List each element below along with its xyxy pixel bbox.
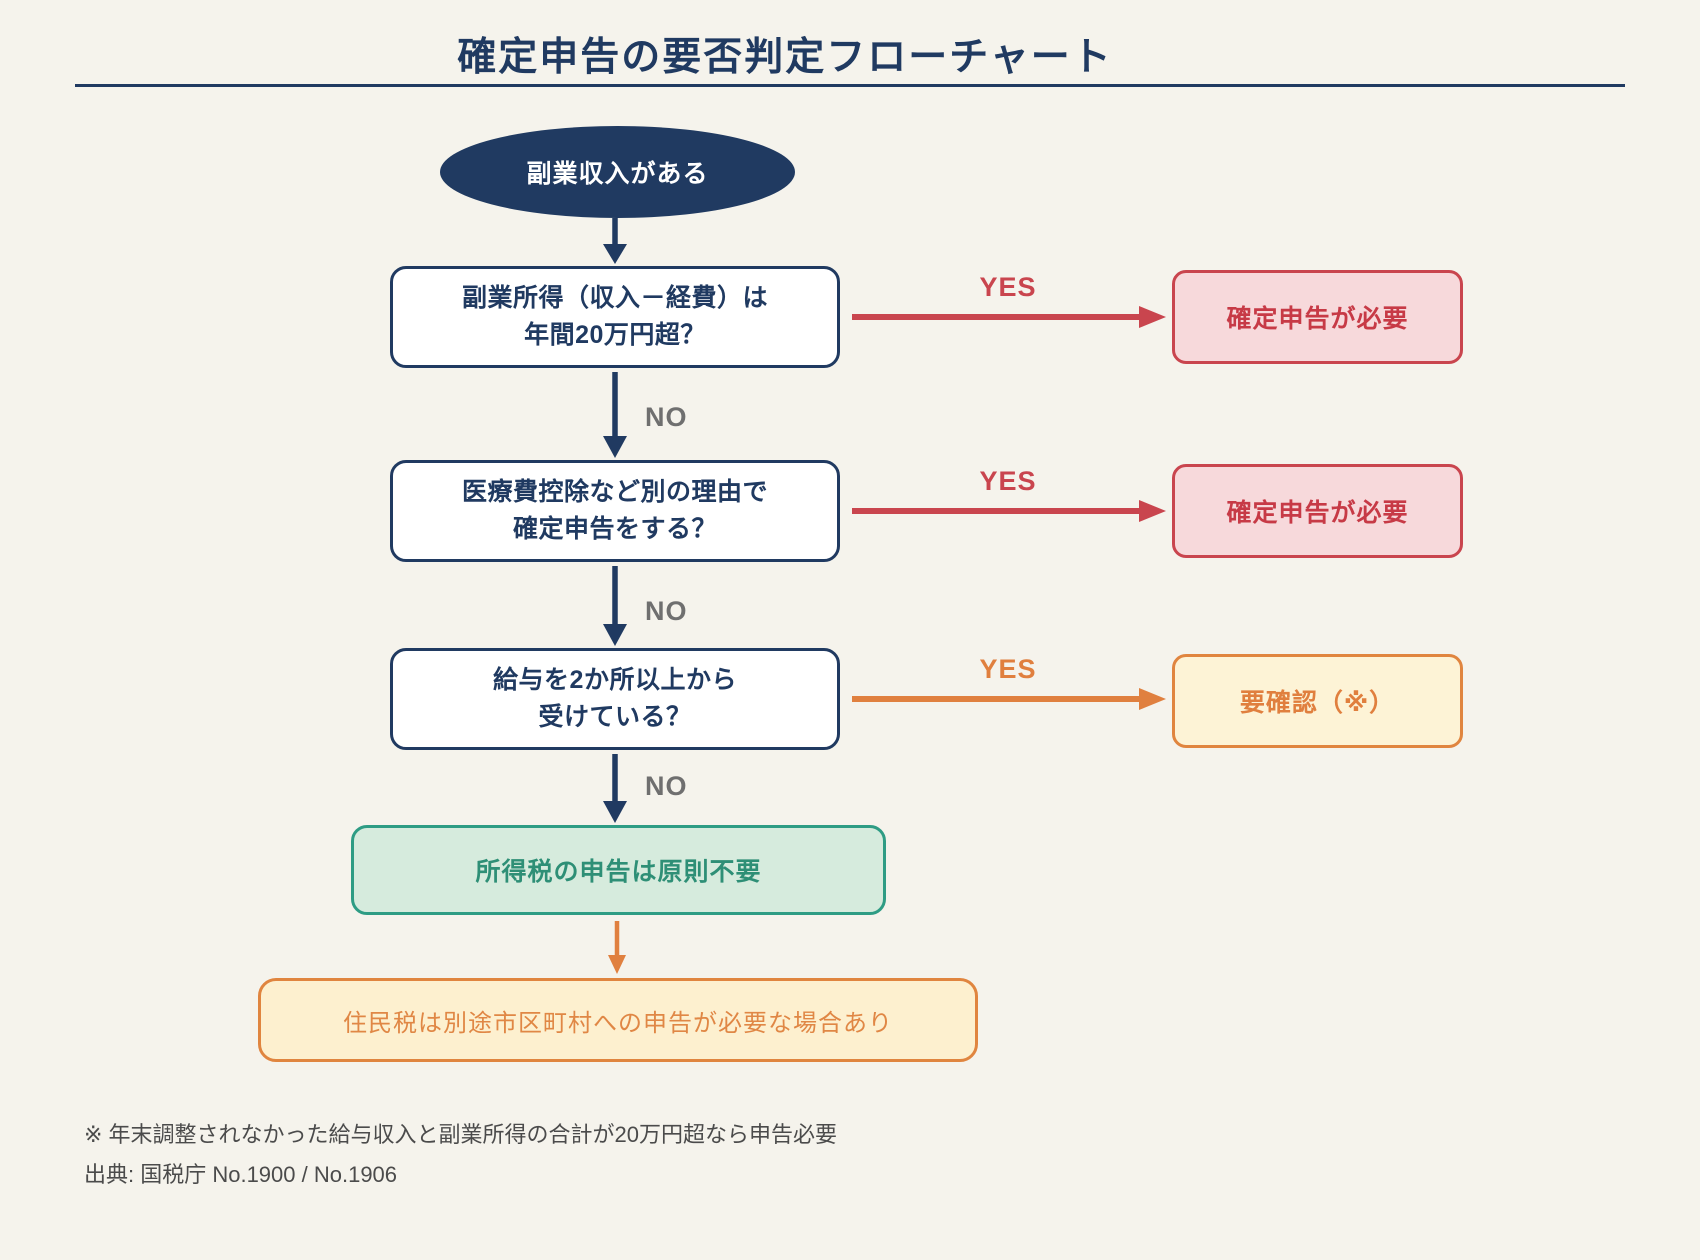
result-q3-box: 要確認（※） — [1172, 654, 1463, 748]
q1-line1: 副業所得（収入－経費）は — [461, 284, 768, 312]
q1-no-label: NO — [645, 402, 688, 432]
q1-yes-label: YES — [979, 272, 1037, 302]
arrow-down-icon — [603, 566, 627, 646]
decision-q2: 医療費控除など別の理由で 確定申告をする？ — [390, 460, 840, 562]
resident-tax-note-box: 住民税は別途市区町村への申告が必要な場合あり — [258, 978, 978, 1062]
start-node: 副業収入がある — [440, 126, 795, 218]
end-node: 所得税の申告は原則不要 — [351, 825, 886, 915]
footnote-source: 出典: 国税庁 No.1900 / No.1906 — [84, 1162, 398, 1187]
arrow-right-icon — [852, 688, 1166, 710]
result-q1-box: 確定申告が必要 — [1172, 270, 1463, 364]
q2-yes-label: YES — [979, 466, 1037, 496]
title-divider — [75, 84, 1625, 87]
arrow-down-icon — [608, 921, 626, 974]
arrow-right-icon — [852, 500, 1166, 522]
result-q1-label: 確定申告が必要 — [1226, 305, 1409, 333]
end-node-label: 所得税の申告は原則不要 — [475, 858, 762, 886]
arrow-down-icon — [603, 218, 627, 264]
arrow-down-icon — [603, 754, 627, 823]
q3-yes-label: YES — [979, 654, 1037, 684]
q3-line2: 受けている？ — [538, 703, 692, 731]
result-q2-label: 確定申告が必要 — [1226, 499, 1409, 527]
result-q2-box: 確定申告が必要 — [1172, 464, 1463, 558]
arrow-down-icon — [603, 372, 627, 458]
q1-line2: 年間20万円超？ — [524, 321, 706, 349]
decision-q3: 給与を2か所以上から 受けている？ — [390, 648, 840, 750]
start-node-label: 副業収入がある — [526, 160, 709, 188]
q2-line2: 確定申告をする？ — [512, 515, 717, 543]
q2-line1: 医療費控除など別の理由で — [461, 478, 768, 506]
arrow-right-icon — [852, 306, 1166, 328]
page-title: 確定申告の要否判定フローチャート — [457, 36, 1113, 79]
q3-no-label: NO — [645, 771, 688, 801]
decision-q1: 副業所得（収入－経費）は 年間20万円超？ — [390, 266, 840, 368]
q3-line1: 給与を2か所以上から — [493, 666, 737, 694]
footnote-asterisk: ※ 年末調整されなかった給与収入と副業所得の合計が20万円超なら申告必要 — [84, 1122, 838, 1147]
q2-no-label: NO — [645, 596, 688, 626]
resident-tax-note-label: 住民税は別途市区町村への申告が必要な場合あり — [343, 1009, 893, 1037]
result-q3-label: 要確認（※） — [1239, 689, 1396, 717]
